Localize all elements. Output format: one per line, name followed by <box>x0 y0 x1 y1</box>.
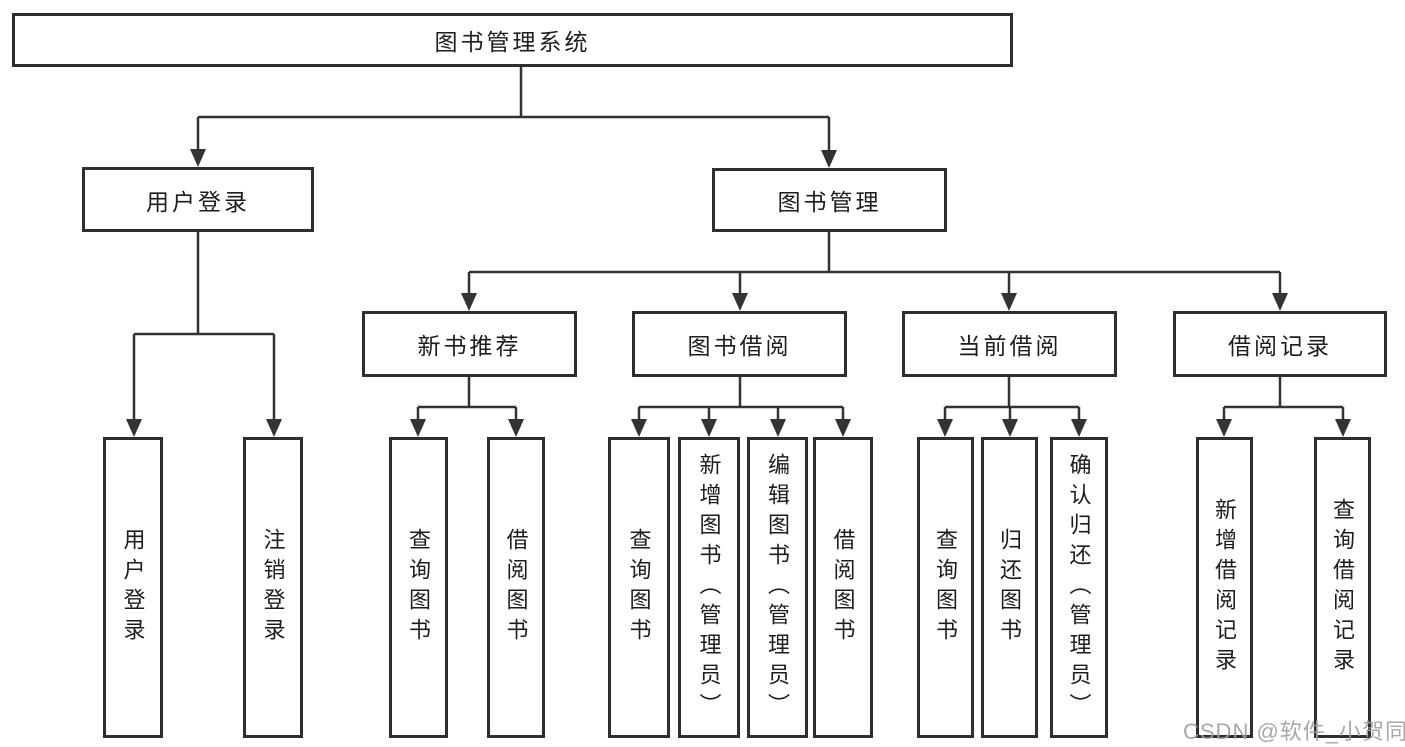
leaf-query-books-borrow: 查询图书 <box>608 437 670 738</box>
leaf-borrow-books-recommend: 借阅图书 <box>487 437 545 738</box>
leaf-logout: 注销登录 <box>243 437 303 738</box>
node-borrow-records-label: 借阅记录 <box>1228 333 1332 359</box>
node-library-system: 图书管理系统 <box>12 13 1013 67</box>
node-new-book-recommend-label: 新书推荐 <box>417 333 522 359</box>
leaf-query-borrow-record: 查询借阅记录 <box>1314 437 1371 738</box>
node-borrow-records: 借阅记录 <box>1173 311 1387 377</box>
node-current-borrow: 当前借阅 <box>902 311 1117 377</box>
node-current-borrow-label: 当前借阅 <box>957 333 1062 359</box>
node-library-system-label: 图书管理系统 <box>434 29 591 55</box>
leaf-query-books-current: 查询图书 <box>917 437 974 738</box>
leaf-confirm-return-admin: 确认归还（管理员） <box>1050 437 1108 738</box>
leaf-return-books: 归还图书 <box>981 437 1038 738</box>
leaf-borrow-books: 借阅图书 <box>813 437 873 738</box>
leaf-query-books-recommend: 查询图书 <box>389 437 448 738</box>
node-book-management: 图书管理 <box>712 168 947 232</box>
csdn-watermark: CSDN @软件_小贺同学 <box>1183 719 1405 744</box>
leaf-user-login: 用户登录 <box>103 437 163 738</box>
leaf-edit-books-admin: 编辑图书（管理员） <box>747 437 808 738</box>
node-book-borrow: 图书借阅 <box>632 311 847 377</box>
node-user-login-label: 用户登录 <box>146 188 250 215</box>
node-book-borrow-label: 图书借阅 <box>687 333 792 359</box>
leaf-add-borrow-record: 新增借阅记录 <box>1196 437 1253 738</box>
node-book-management-label: 图书管理 <box>777 189 882 215</box>
node-user-login: 用户登录 <box>82 167 314 232</box>
node-new-book-recommend: 新书推荐 <box>362 311 577 377</box>
leaf-add-books-admin: 新增图书（管理员） <box>678 437 740 738</box>
